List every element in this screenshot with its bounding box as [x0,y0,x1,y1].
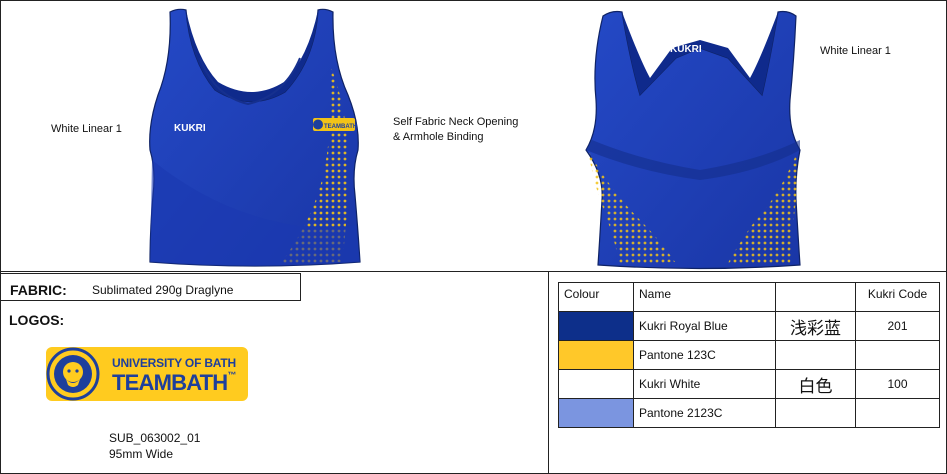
colour-name: Pantone 123C [633,340,776,370]
neck-opening-note: Self Fabric Neck Opening [393,116,519,128]
colour-swatch [559,399,633,427]
colour-name: Pantone 2123C [633,398,776,428]
colour-code: 100 [855,369,940,399]
colour-cn [775,398,856,428]
header-name: Name [633,282,776,312]
front-left-note: White Linear 1 [51,123,122,135]
logo-code: SUB_063002_01 [109,431,201,445]
swatch-cell [558,340,634,370]
colour-cn [775,340,856,370]
colour-swatch [559,341,633,369]
back-note: White Linear 1 [820,45,891,57]
table-header-row: Colour Name Kukri Code [558,282,940,312]
colour-name: Kukri White [633,369,776,399]
swatch-cell [558,369,634,399]
svg-text:TEAMBATH: TEAMBATH [324,124,357,130]
column-divider [548,272,549,474]
colour-swatch [559,370,633,398]
back-view: KUKRI [585,10,801,270]
fabric-value: Sublimated 290g Draglyne [92,283,234,297]
colour-code [855,340,940,370]
garment-artwork: KUKRI TEAMBATH KUKRI [149,8,801,270]
logo-size: 95mm Wide [109,447,174,461]
section-divider [0,271,947,272]
header-colour: Colour [558,282,634,312]
colour-swatch [559,312,633,340]
swatch-cell [558,398,634,428]
front-crest [313,118,355,131]
armhole-binding-note: & Armhole Binding [393,131,484,143]
table-row: Kukri White 白色 100 [558,369,940,399]
colour-code [855,398,940,428]
logo-caption: SUB_063002_01 95mm Wide [109,430,200,462]
header-kukri-code: Kukri Code [855,282,940,312]
table-row: Kukri Royal Blue 浅彩蓝 201 [558,311,940,341]
logo-university-text: UNIVERSITY OF BATH [112,356,236,370]
colour-cn: 白色 [775,369,856,399]
colour-name: Kukri Royal Blue [633,311,776,341]
header-blank [775,282,856,312]
logos-label: LOGOS: [9,312,65,328]
swatch-cell [558,311,634,341]
fabric-box: FABRIC: Sublimated 290g Draglyne [0,273,301,301]
table-row: Pantone 123C [558,340,940,370]
colour-table: Colour Name Kukri Code Kukri Royal Blue … [558,282,940,428]
back-brand-mark: KUKRI [670,44,702,55]
colour-cn: 浅彩蓝 [775,311,856,341]
colour-code: 201 [855,311,940,341]
fabric-label: FABRIC: [10,282,67,298]
team-bath-logo: UNIVERSITY OF BATH TEAMBATH™ [46,347,248,401]
front-view: KUKRI TEAMBATH [149,8,361,267]
logo-teambath-text: TEAMBATH™ [112,370,236,395]
front-brand-mark: KUKRI [174,123,206,134]
table-row: Pantone 2123C [558,398,940,428]
bath-seal-icon [46,347,100,401]
